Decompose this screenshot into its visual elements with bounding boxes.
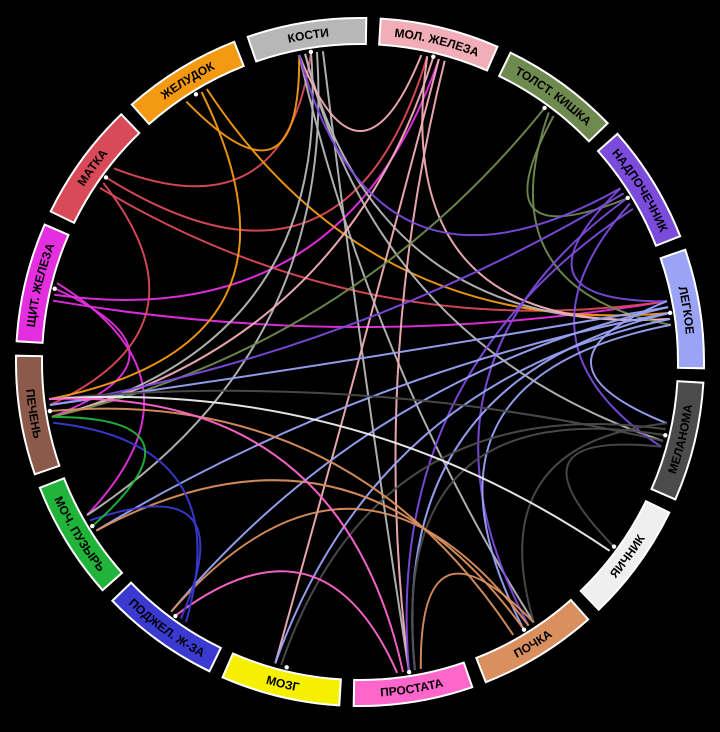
link-adrenal-liver [49, 192, 625, 406]
link-stomach-bones [185, 54, 301, 152]
link-breast-bones [298, 54, 423, 132]
link-melanoma-brain [280, 423, 666, 666]
node-ovary [611, 544, 617, 549]
link-melanoma-liver [49, 389, 664, 442]
segment-arc-pancreas [110, 581, 223, 673]
node-melanoma [663, 433, 668, 438]
link-melanoma-prostate [411, 427, 665, 671]
node-stomach [193, 92, 199, 97]
segment-arc-melanoma [650, 380, 705, 501]
link-bones-liver [51, 52, 314, 418]
link-ovary-liver [49, 395, 611, 552]
segment-arc-bladder [38, 476, 124, 592]
link-melanoma-ovary [565, 443, 662, 547]
link-bones-kidney [298, 54, 535, 623]
link-lung-brain [274, 318, 671, 664]
segment-kidney: ПОЧКА [474, 598, 590, 684]
segment-arc-bones [246, 17, 368, 63]
link-adrenal-lung [570, 187, 668, 303]
link-uterus-bones [113, 52, 312, 188]
node-bladder [90, 523, 95, 529]
links-layer [49, 51, 671, 674]
node-brain [284, 665, 289, 670]
node-kidney [521, 627, 527, 632]
link-uterus-breast [106, 56, 429, 232]
link-lung-prostate [411, 312, 670, 671]
segment-arc-liver [15, 354, 61, 476]
link-uterus-liver [49, 182, 151, 406]
segment-arc-lung [659, 248, 705, 370]
link-bones-melanoma [304, 53, 664, 442]
link-stomach-liver [49, 91, 242, 401]
link-kidney-pancreas [170, 507, 530, 627]
link-prostate-liver [49, 397, 404, 673]
segment-arc-breast [378, 17, 499, 72]
segment-stomach: ЖЕЛУДОК [130, 40, 246, 126]
link-breast-prostate [394, 60, 446, 672]
segment-bones: КОСТИ [246, 17, 368, 63]
link-adrenal-prostate [405, 207, 634, 672]
segment-lung: ЛЕГКОЕ [659, 248, 705, 370]
segment-label-pancreas: ПОДЖЕЛ. Ж-ЗА [126, 596, 207, 660]
segment-arc-brain [221, 652, 342, 707]
link-colon-liver [51, 108, 545, 418]
segment-thyroid: ЩИТ. ЖЕЛЕЗА [15, 223, 70, 344]
link-bones-bladder [86, 51, 320, 517]
segment-arc-kidney [474, 598, 590, 684]
link-breast-lung [421, 56, 671, 321]
node-breast [431, 54, 436, 59]
segment-arc-thyroid [15, 223, 70, 344]
segment-colon: ТОЛСТ. КИШКА [497, 51, 610, 143]
link-lung-kidney [481, 323, 671, 630]
segment-ovary: ЯИЧНИК [579, 499, 671, 612]
node-lung [667, 310, 673, 316]
segment-arc-colon [497, 51, 610, 143]
segment-bladder: МОЧ. ПУЗЫРЬ [38, 476, 124, 592]
node-adrenal [625, 195, 630, 201]
segment-label-colon: ТОЛСТ. КИШКА [513, 64, 594, 129]
link-adrenal-bones [298, 54, 621, 237]
link-uterus-lung [99, 187, 668, 312]
link-pancreas-bladder [89, 505, 202, 620]
segment-arc-prostate [352, 661, 474, 707]
node-bones [308, 49, 314, 55]
node-thyroid [52, 286, 57, 291]
link-melanoma-kidney [521, 422, 668, 623]
segment-prostate: ПРОСТАТА [352, 661, 474, 707]
link-bones-prostate [321, 51, 410, 672]
link-bladder-liver [51, 415, 147, 527]
segment-brain: МОЗГ [221, 652, 342, 707]
node-liver [47, 408, 53, 414]
link-breast-brain [274, 58, 440, 664]
link-colon-lung [531, 112, 671, 326]
node-pancreas [173, 613, 178, 619]
segment-arc-stomach [130, 40, 246, 126]
segment-liver: ПЕЧЕНЬ [15, 354, 61, 476]
link-prostate-pancreas [175, 570, 399, 674]
segment-arc-adrenal [596, 132, 682, 248]
link-kidney-liver [50, 407, 515, 636]
segment-uterus: МАТКА [49, 112, 141, 225]
node-colon [542, 105, 547, 111]
link-stomach-lung [205, 88, 670, 317]
link-kidney-bladder [95, 479, 525, 630]
node-uterus [103, 175, 109, 180]
link-lung-pancreas [170, 306, 669, 613]
node-prostate [406, 669, 412, 675]
segment-arc-uterus [49, 112, 141, 225]
segment-arc-ovary [579, 499, 671, 612]
